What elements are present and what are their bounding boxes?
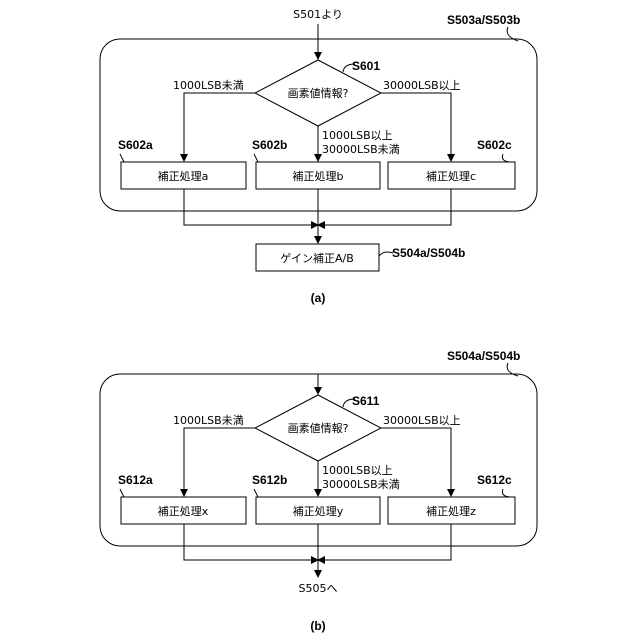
decision-text: 画素値情報? (288, 422, 349, 435)
merge-right-arrow (318, 524, 451, 560)
step-b-leader (254, 489, 258, 497)
step-c-label: S602c (477, 138, 512, 152)
diagram-a: S501より S503a/S503b 画素値情報? S601 1000LSB未満… (100, 8, 537, 305)
out-box-text: ゲイン補正A/B (280, 252, 354, 265)
step-c-leader (502, 154, 512, 162)
decision-label: S611 (352, 394, 380, 408)
frame-label: S503a/S503b (447, 13, 520, 27)
branch-right-label: 30000LSB以上 (383, 414, 461, 427)
to-label: S505へ (299, 582, 338, 595)
decision-label: S601 (352, 59, 380, 73)
out-box-label: S504a/S504b (392, 246, 465, 260)
caption-b: (b) (310, 619, 325, 633)
merge-right-arrow (318, 189, 451, 225)
step-b-label: S602b (252, 138, 287, 152)
step-b-label: S612b (252, 473, 287, 487)
branch-mid-label-1: 1000LSB以上 (322, 129, 393, 142)
from-label: S501より (293, 8, 343, 21)
step-a-leader (120, 489, 124, 497)
step-a-label: S602a (118, 138, 153, 152)
branch-mid-label-2: 30000LSB未満 (322, 143, 400, 156)
step-c-label: S612c (477, 473, 512, 487)
diagram-b: S504a/S504b 画素値情報? S611 1000LSB未満 30000L… (100, 349, 537, 633)
caption-a: (a) (311, 291, 326, 305)
merge-left-arrow (184, 524, 318, 560)
branch-right-label: 30000LSB以上 (383, 79, 461, 92)
out-box-leader (379, 252, 393, 256)
step-a-label: S612a (118, 473, 153, 487)
step-a-text: 補正処理a (158, 170, 209, 183)
branch-left-arrow (184, 428, 255, 496)
step-c-text: 補正処理c (426, 170, 476, 183)
step-b-text: 補正処理y (293, 505, 344, 518)
step-a-leader (120, 154, 124, 162)
branch-mid-label-1: 1000LSB以上 (322, 464, 393, 477)
branch-left-label: 1000LSB未満 (173, 79, 244, 92)
branch-left-arrow (184, 93, 255, 161)
step-a-text: 補正処理x (158, 505, 209, 518)
merge-left-arrow (184, 189, 318, 225)
step-b-text: 補正処理b (293, 170, 344, 183)
branch-left-label: 1000LSB未満 (173, 414, 244, 427)
frame-label: S504a/S504b (447, 349, 520, 363)
step-c-text: 補正処理z (426, 505, 476, 518)
step-b-leader (254, 154, 258, 162)
decision-text: 画素値情報? (288, 87, 349, 100)
step-c-leader (502, 489, 512, 497)
branch-mid-label-2: 30000LSB未満 (322, 478, 400, 491)
